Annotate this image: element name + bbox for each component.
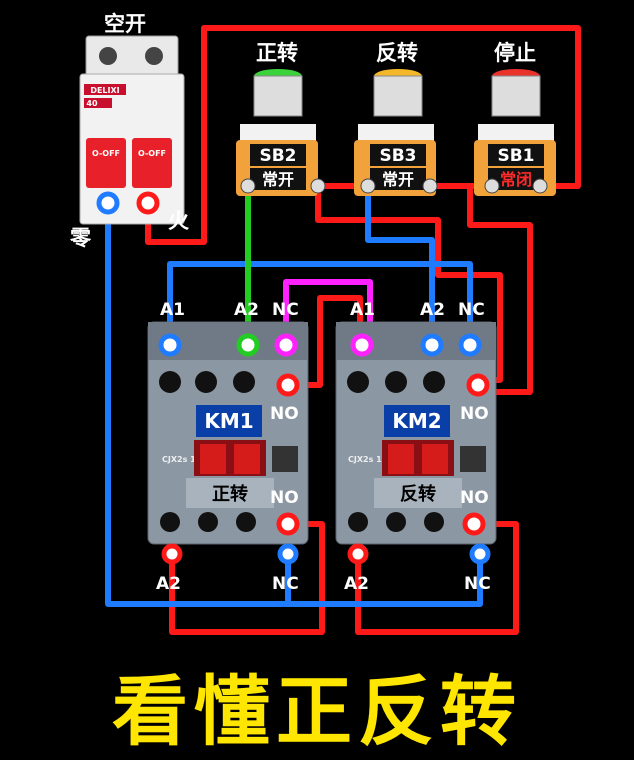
km1-model: CJX2s 1211: [162, 455, 213, 464]
km1-label: 正转: [212, 483, 248, 505]
sb3-title: 反转: [376, 41, 418, 65]
km2-no-bottom-label: NO: [460, 488, 489, 508]
km1-no-top-label: NO: [270, 404, 299, 424]
km1-bottom-nc-terminal: [277, 543, 299, 565]
km1-a2-terminal: [236, 333, 260, 357]
sb3-type: 常开: [382, 170, 414, 189]
sb1-title: 停止: [494, 41, 536, 65]
breaker-screw-left: [99, 47, 117, 65]
breaker-off-left: O-OFF: [92, 149, 120, 158]
km1-a2-label: A2: [234, 300, 259, 320]
km1-name: KM1: [204, 409, 253, 433]
sb1-type: 常闭: [500, 170, 532, 189]
sb1-code: SB1: [497, 146, 534, 166]
live-label: 火: [168, 209, 189, 233]
km2-no-top-terminal: [466, 373, 490, 397]
km2-bottom-a2-terminal: [347, 543, 369, 565]
km2-a1-terminal: [350, 333, 374, 357]
breaker-rating-plate: [84, 98, 112, 108]
breaker-handle-left: [86, 138, 126, 188]
km2-bottom-a2-label: A2: [344, 574, 369, 594]
breaker-handle-right: [132, 138, 172, 188]
live-wire-stop-to-km-no: [467, 183, 533, 395]
sb2-title: 正转: [256, 41, 298, 65]
km1-no-top-terminal: [276, 373, 300, 397]
km1-bottom-a2-label: A2: [156, 574, 181, 594]
circuit-breaker: DELIXI 40 O-OFF O-OFF: [79, 35, 185, 225]
km1-a1-terminal: [158, 333, 182, 357]
km2-nc-terminal: [458, 333, 482, 357]
breaker-terminal-live: [136, 191, 160, 215]
km2-a2-terminal: [420, 333, 444, 357]
km1-nc-label: NC: [272, 300, 299, 320]
neutral-wire-main: [105, 197, 483, 607]
breaker-title: 空开: [104, 12, 146, 36]
km1-no-bottom-terminal: [276, 512, 300, 536]
sb3-code: SB3: [379, 146, 416, 166]
km2-bottom-nc-label: NC: [464, 574, 491, 594]
neutral-label: 零: [70, 226, 91, 250]
neutral-wire-sb3-to-km2: [365, 183, 435, 345]
breaker-screw-right: [145, 47, 163, 65]
live-wire-sb2-to-km2-no: [315, 183, 503, 383]
km2-name: KM2: [392, 409, 441, 433]
live-wire-km1-no-link: [287, 295, 363, 388]
km2-model: CJX2s 1211: [348, 455, 399, 464]
contactor-km1: KM1 CJX2s 1211 正转: [147, 321, 309, 565]
km2-a1-label: A1: [350, 300, 375, 320]
km1-bottom-a2-terminal: [161, 543, 183, 565]
breaker-off-right: O-OFF: [138, 149, 166, 158]
wires: [105, 25, 581, 635]
km2-a2-label: A2: [420, 300, 445, 320]
sb2-type: 常开: [262, 170, 294, 189]
pushbutton-sb2[interactable]: SB2 常开: [236, 69, 326, 196]
km2-nc-label: NC: [458, 300, 485, 320]
breaker-terminal-neutral: [96, 191, 120, 215]
km2-label: 反转: [400, 483, 436, 505]
live-wire-breaker-to-stop: [145, 25, 581, 245]
magenta-wire-km1-nc-to-km2: [283, 279, 373, 348]
km1-a1-label: A1: [160, 300, 185, 320]
km1-bottom-nc-label: NC: [272, 574, 299, 594]
contactor-km2: KM2 CJX2s 1211 反转: [335, 321, 497, 565]
km1-no-bottom-label: NO: [270, 488, 299, 508]
pushbutton-sb3[interactable]: SB3 常开: [354, 69, 438, 196]
km2-no-top-label: NO: [460, 404, 489, 424]
sb2-code: SB2: [259, 146, 296, 166]
breaker-brand-strip: [84, 84, 126, 95]
breaker-rating: 40: [86, 99, 98, 108]
breaker-brand: DELIXI: [90, 86, 119, 95]
km2-bottom-nc-terminal: [469, 543, 491, 565]
pushbutton-sb1[interactable]: SB1 常闭: [474, 69, 556, 196]
km1-nc-terminal: [274, 333, 298, 357]
caption-title: 看懂正反转: [112, 667, 522, 756]
neutral-wire-a1-link: [167, 261, 473, 348]
km2-no-bottom-terminal: [462, 512, 486, 536]
